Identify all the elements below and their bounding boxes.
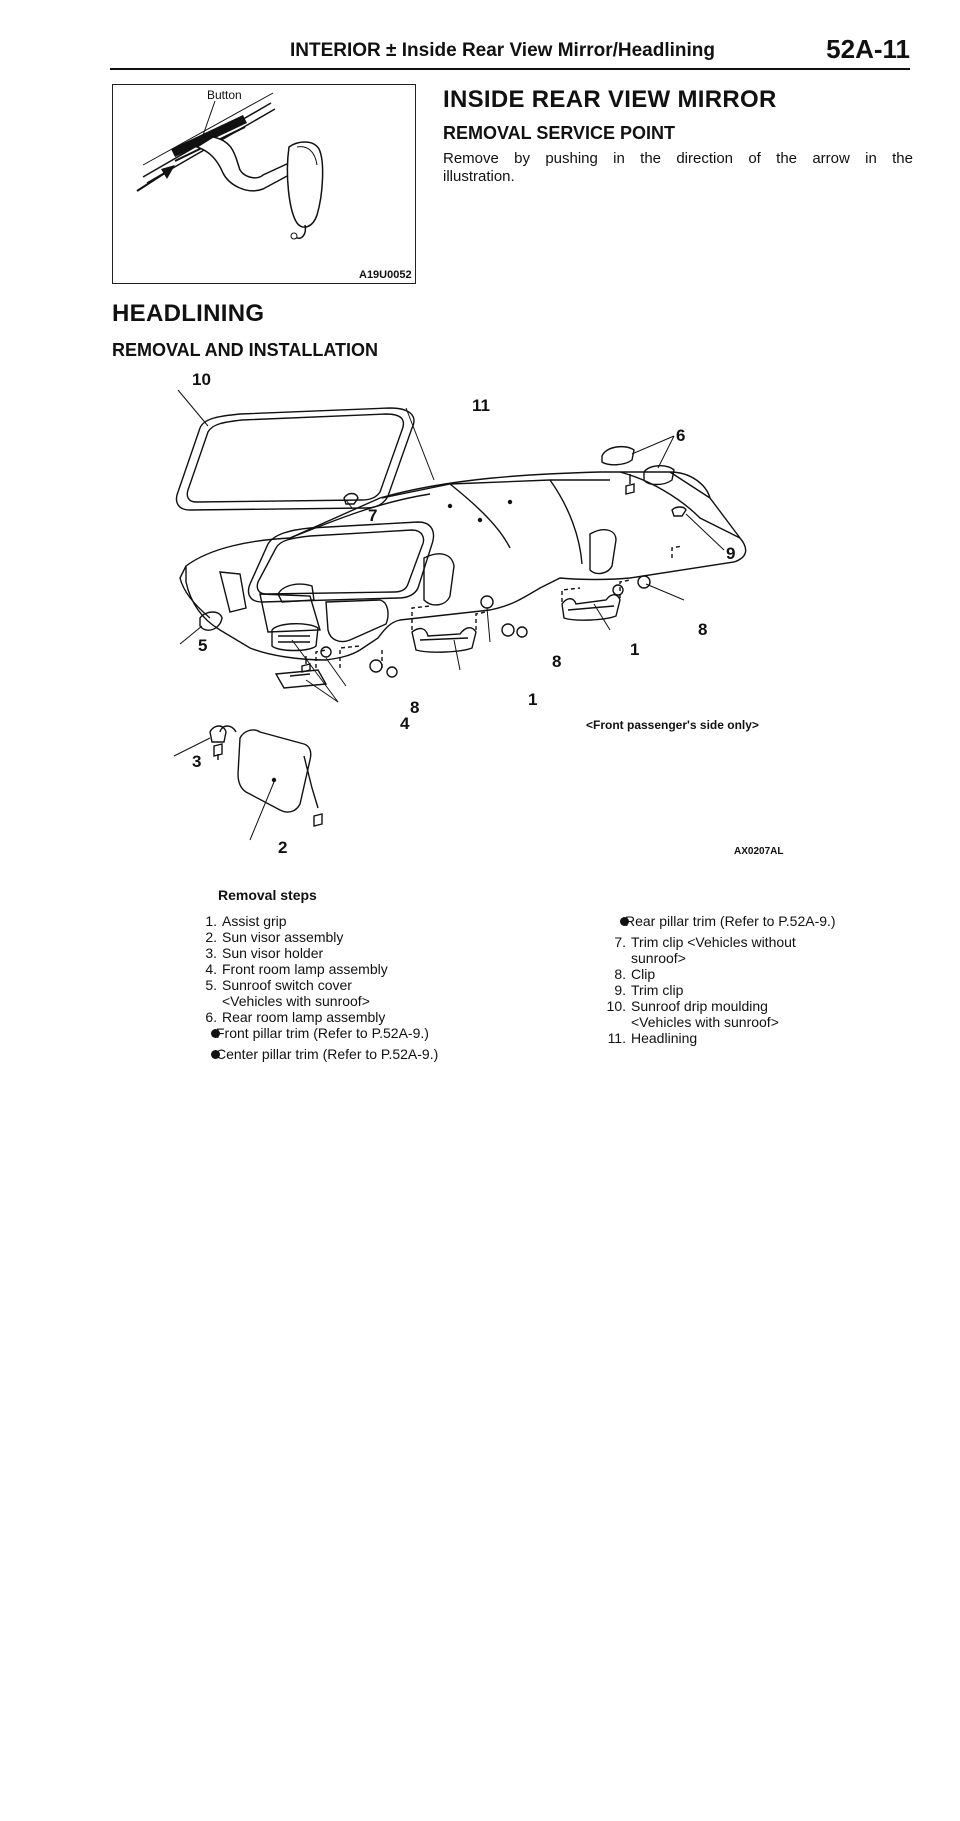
callout-3: 3 bbox=[192, 752, 202, 771]
headlining-section-subtitle: REMOVAL AND INSTALLATION bbox=[112, 340, 378, 360]
step-row: 10.Sunroof drip moulding bbox=[606, 998, 768, 1014]
step-row: <Vehicles with sunroof> bbox=[222, 993, 370, 1009]
callout-8-left: 8 bbox=[410, 698, 420, 717]
step-row: 8.Clip bbox=[614, 966, 656, 982]
removal-steps-left: 1.Assist grip 2.Sun visor assembly 3.Sun… bbox=[197, 913, 438, 1067]
mirror-figure: Button A19U0052 bbox=[112, 84, 416, 284]
step-row: <Vehicles with sunroof> bbox=[631, 1014, 779, 1030]
step-row: 2.Sun visor assembly bbox=[205, 929, 344, 945]
step-row: 7.Trim clip <Vehicles without bbox=[614, 934, 796, 950]
callout-10: 10 bbox=[192, 370, 211, 389]
mirror-section-subtitle: REMOVAL SERVICE POINT bbox=[443, 123, 676, 143]
step-row: sunroof> bbox=[631, 950, 686, 966]
step-row: •Center pillar trim (Refer to P.52A-9.) bbox=[216, 1046, 439, 1062]
mirror-section-title: INSIDE REAR VIEW MIRROR bbox=[443, 86, 777, 113]
step-row: 6.Rear room lamp assembly bbox=[205, 1009, 386, 1025]
mirror-figure-code: A19U0052 bbox=[359, 269, 412, 281]
callout-7: 7 bbox=[368, 506, 378, 525]
callout-11: 11 bbox=[472, 396, 490, 415]
step-row: 11.Headlining bbox=[607, 1030, 698, 1046]
callout-5: 5 bbox=[198, 636, 208, 655]
mirror-section-body: Remove by pushing in the direction of th… bbox=[443, 150, 913, 186]
step-row: 1.Assist grip bbox=[205, 913, 287, 929]
callout-6: 6 bbox=[676, 426, 686, 445]
removal-steps-title: Removal steps bbox=[218, 887, 317, 903]
mirror-body-line-2: illustration. bbox=[443, 168, 515, 185]
callout-8-right: 8 bbox=[698, 620, 708, 639]
diagram-figure-code: AX0207AL bbox=[734, 846, 784, 857]
step-row: 9.Trim clip bbox=[614, 982, 684, 998]
callout-4: 4 bbox=[400, 714, 410, 733]
page-number: 52A-11 bbox=[826, 34, 910, 64]
front-passenger-note: <Front passenger's side only> bbox=[586, 718, 759, 732]
step-row: 5.Sunroof switch cover bbox=[205, 977, 352, 993]
removal-steps-right: •Rear pillar trim (Refer to P.52A-9.) 7.… bbox=[606, 913, 836, 1046]
step-row: •Front pillar trim (Refer to P.52A-9.) bbox=[216, 1025, 429, 1041]
headlining-exploded-diagram: 10 11 6 7 9 5 8 1 8 1 8 4 3 2 <Front pas… bbox=[150, 368, 850, 868]
headlining-illustration bbox=[173, 389, 747, 841]
callout-8-center: 8 bbox=[552, 652, 562, 671]
callout-9: 9 bbox=[726, 544, 736, 563]
page-header: INTERIOR ± Inside Rear View Mirror/Headl… bbox=[110, 30, 910, 70]
callout-1-left: 1 bbox=[528, 690, 538, 709]
step-row: 4.Front room lamp assembly bbox=[205, 961, 388, 977]
step-row: 3.Sun visor holder bbox=[205, 945, 324, 961]
mirror-body-line-1: Remove by pushing in the direction of th… bbox=[443, 150, 913, 167]
headlining-section-title: HEADLINING bbox=[112, 300, 265, 327]
callout-1-right: 1 bbox=[630, 640, 640, 659]
step-row: •Rear pillar trim (Refer to P.52A-9.) bbox=[625, 913, 836, 929]
mirror-illustration bbox=[136, 92, 324, 240]
page-header-title: INTERIOR ± Inside Rear View Mirror/Headl… bbox=[290, 40, 715, 61]
callout-2: 2 bbox=[278, 838, 288, 857]
button-label: Button bbox=[207, 88, 242, 102]
